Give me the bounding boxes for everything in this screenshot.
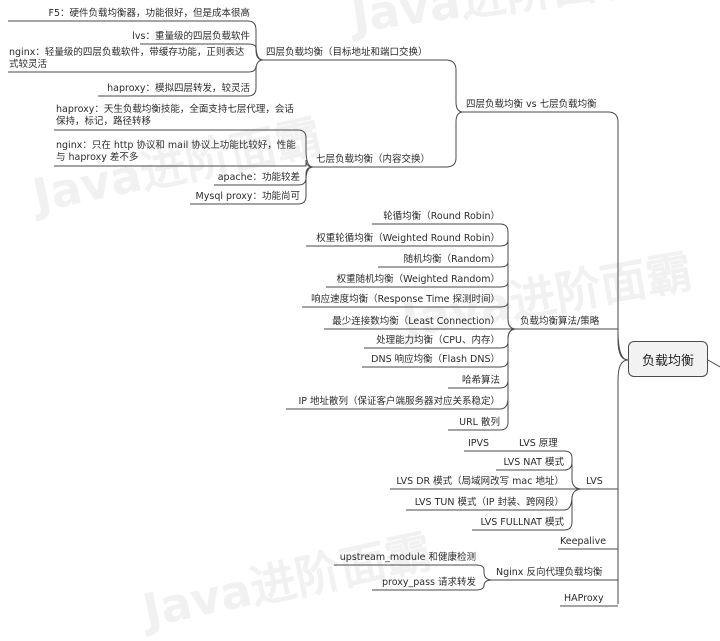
node-layer4-lb[interactable]: 四层负载均衡（目标地址和端口交换） [266, 47, 428, 58]
algo-weighted-random[interactable]: 权重随机均衡（Weighted Random） [336, 274, 500, 285]
leaf-lvs-fullnat[interactable]: LVS FULLNAT 模式 [480, 517, 565, 528]
branch-keepalive[interactable]: Keepalive [560, 536, 607, 547]
branch-lvs[interactable]: LVS [586, 476, 603, 487]
branch-haproxy[interactable]: HAProxy [564, 593, 604, 604]
mindmap-connectors [8, 20, 720, 607]
branch-lb-algorithms[interactable]: 负载均衡算法/策略 [520, 316, 600, 327]
leaf-lvs-l4[interactable]: lvs：重量级的四层负载软件 [132, 31, 250, 42]
algo-hash[interactable]: 哈希算法 [461, 375, 500, 386]
algo-weighted-round-robin[interactable]: 权重轮循均衡（Weighted Round Robin） [316, 233, 500, 244]
algo-random[interactable]: 随机均衡（Random） [403, 254, 500, 265]
leaf-upstream-module[interactable]: upstream_module 和健康检测 [339, 552, 476, 563]
algo-ip-hash[interactable]: IP 地址散列（保证客户端服务器对应关系稳定） [298, 396, 500, 407]
algo-dns-response[interactable]: DNS 响应均衡（Flash DNS） [371, 354, 500, 365]
algo-processing-capacity[interactable]: 处理能力均衡（CPU、内存） [376, 335, 500, 346]
leaf-lvs-dr[interactable]: LVS DR 模式（局域网改写 mac 地址） [396, 476, 564, 487]
algo-url-hash[interactable]: URL 散列 [459, 417, 500, 428]
leaf-mysql-proxy[interactable]: Mysql proxy：功能尚可 [195, 191, 300, 202]
leaf-haproxy-l7[interactable]: haproxy：天生负载均衡技能，全面支持七层代理，会话保持，标记，路径转移 [56, 104, 294, 127]
algo-least-connection[interactable]: 最少连接数均衡（Least Connection） [332, 316, 500, 327]
node-lvs-principle[interactable]: LVS 原理 [519, 438, 558, 449]
leaf-haproxy-l4[interactable]: haproxy：模拟四层转发，较灵活 [107, 83, 250, 94]
leaf-apache[interactable]: apache：功能较差 [217, 172, 300, 183]
root-node[interactable]: 负载均衡 [628, 341, 708, 377]
branch-layer4-vs-layer7[interactable]: 四层负载均衡 vs 七层负载均衡 [466, 99, 597, 110]
leaf-lvs-nat[interactable]: LVS NAT 模式 [503, 457, 565, 468]
node-layer7-lb[interactable]: 七层负载均衡（内容交换） [316, 154, 431, 165]
leaf-lvs-tun[interactable]: LVS TUN 模式（IP 封装、跨网段） [414, 497, 564, 508]
leaf-f5[interactable]: F5：硬件负载均衡器，功能很好，但是成本很高 [48, 8, 250, 19]
leaf-nginx-l7[interactable]: nginx：只在 http 协议和 mail 协议上功能比较好，性能与 hapr… [56, 140, 296, 163]
algo-response-time[interactable]: 响应速度均衡（Response Time 探测时间） [311, 294, 500, 305]
branch-nginx-reverse-proxy[interactable]: Nginx 反向代理负载均衡 [496, 567, 603, 578]
leaf-ipvs[interactable]: IPVS [468, 438, 490, 449]
algo-round-robin[interactable]: 轮循均衡（Round Robin） [383, 211, 500, 222]
leaf-nginx-l4[interactable]: nginx：轻量级的四层负载软件，带缓存功能，正则表达式较灵活 [9, 47, 245, 70]
leaf-proxy-pass[interactable]: proxy_pass 请求转发 [381, 577, 476, 588]
